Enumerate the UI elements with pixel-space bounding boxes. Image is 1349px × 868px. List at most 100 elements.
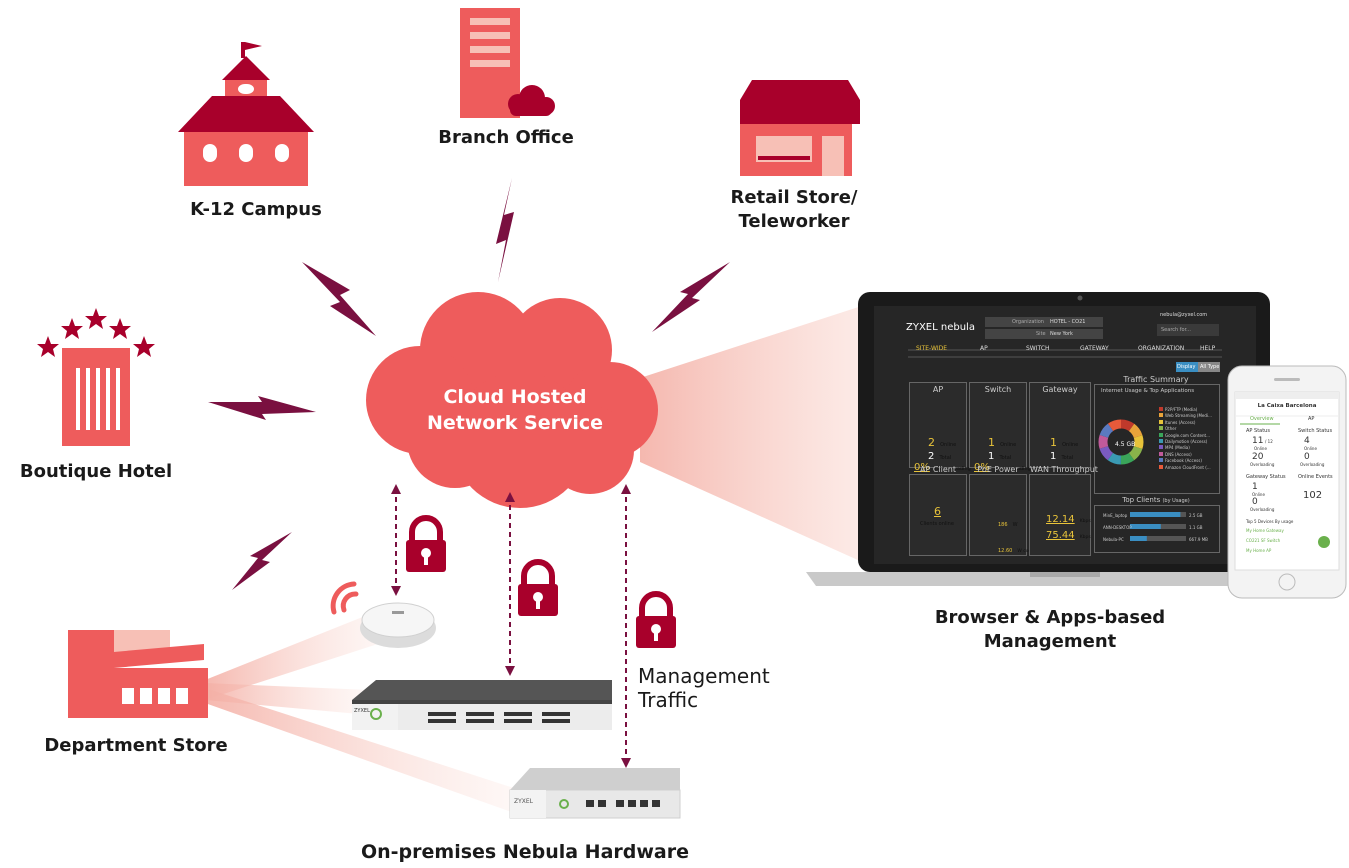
- phone-sw-online: Online: [1304, 446, 1317, 451]
- ap-online-row: 2 Online: [928, 431, 956, 450]
- retail-store-label: Retail Store/ Teleworker: [714, 186, 874, 234]
- org-select[interactable]: HOTEL - CO21: [1050, 319, 1086, 325]
- tab-site-wide[interactable]: SITE-WIDE: [916, 345, 948, 352]
- client-bar-fill: [1130, 536, 1147, 541]
- app-legend-label: DNS (Access): [1165, 451, 1192, 457]
- wan-up-value[interactable]: 12.14: [1046, 514, 1075, 525]
- phone-device-1[interactable]: My Home Gateway: [1246, 528, 1284, 533]
- switch-load-pct[interactable]: 0%: [974, 462, 990, 473]
- top-clients-title: Top Clients: [1122, 496, 1161, 504]
- poe-consumed: 12.60: [998, 548, 1013, 554]
- client-bar-track: [1130, 536, 1186, 541]
- app-legend-label: Google.com Content...: [1165, 432, 1210, 438]
- phone-site-title[interactable]: La Caixa Barcelona: [1257, 403, 1317, 409]
- app-legend-item: MP4 (Media): [1159, 445, 1219, 451]
- tab-help[interactable]: HELP: [1200, 345, 1216, 352]
- phone-ap-count-row: 11 / 12: [1252, 436, 1273, 446]
- ap-online-label: Online: [940, 442, 957, 448]
- ap-client-label: Clients online: [920, 521, 954, 527]
- site-select[interactable]: New York: [1050, 331, 1073, 337]
- display-select[interactable]: All Type: [1200, 364, 1220, 370]
- store-to-devices-beams: [205, 610, 520, 815]
- tab-switch[interactable]: SWITCH: [1026, 345, 1050, 352]
- client-bars: [1130, 512, 1186, 541]
- poe-budget-unit: W: [1012, 522, 1018, 528]
- app-legend-item: Itunes (Access): [1159, 419, 1219, 426]
- top-nav: SITE-WIDE AP SWITCH GATEWAY ORGANIZATION…: [908, 345, 1222, 353]
- top-applications-list: P2P/FTP (Media)Web Streaming (Medi...Itu…: [1159, 407, 1219, 471]
- wifi-signal-icon: [330, 581, 359, 615]
- phone-tab-ap[interactable]: AP: [1308, 416, 1315, 422]
- gateway-total-count: 1: [1050, 451, 1057, 462]
- branch-office-icon: [460, 8, 555, 118]
- tab-organization[interactable]: ORGANIZATION: [1138, 345, 1185, 352]
- cloud-shape: [366, 292, 658, 508]
- donut-segment: [1098, 419, 1144, 465]
- phone-ap-status: AP Status: [1246, 428, 1270, 434]
- phone-device-2[interactable]: CO221 SF Switch: [1246, 538, 1281, 543]
- user-email[interactable]: nebula@zyxel.com: [1160, 312, 1208, 318]
- poe-panel: PoE Power 186 W 12.60 W consumed: [969, 465, 1047, 556]
- org-label: Organization: [1012, 319, 1044, 325]
- bolt-branch: [496, 178, 514, 282]
- boutique-hotel-icon: [37, 308, 155, 357]
- app-legend-item: Google.com Content...: [1159, 432, 1219, 439]
- tab-gateway[interactable]: GATEWAY: [1080, 345, 1109, 352]
- gateway-online-row: 1 Online: [1050, 431, 1078, 450]
- ap-panel: AP 2 Online 2 Total 0% Heavy loading: [909, 382, 971, 473]
- boutique-hotel-label: Boutique Hotel: [19, 461, 173, 482]
- site-label: Site: [1036, 331, 1046, 337]
- phone-ap-over: Overloading: [1250, 462, 1275, 467]
- client-usage: 2.5 GB: [1189, 513, 1203, 518]
- bolt-retail: [652, 262, 730, 332]
- app-legend-item: Dailymotion (Access): [1159, 439, 1219, 445]
- gateway-total-row: 1 Total: [1050, 444, 1073, 463]
- ap-total-row: 2 Total: [928, 444, 951, 463]
- app-legend-swatch: [1159, 413, 1163, 418]
- phone-gw-count: 1: [1252, 482, 1258, 492]
- switch-panel-title: Switch: [984, 385, 1012, 394]
- app-legend-item: P2P/FTP (Media): [1159, 407, 1219, 413]
- ap-client-count[interactable]: 6: [934, 505, 941, 518]
- switch-total-label: Total: [999, 455, 1012, 461]
- lock-icon-3: [636, 591, 676, 648]
- phone-events: Online Events: [1298, 474, 1333, 480]
- phone-ap-online: Online: [1254, 446, 1267, 451]
- phone-events-count[interactable]: 102: [1303, 490, 1323, 501]
- phone-tab-overview[interactable]: Overview: [1250, 416, 1274, 422]
- app-legend-label: P2P/FTP (Media): [1165, 407, 1198, 412]
- switch-brand: ZYXEL: [354, 708, 370, 714]
- app-legend-swatch: [1159, 432, 1163, 437]
- app-legend-swatch: [1159, 458, 1163, 463]
- ap-online-count: 2: [928, 436, 935, 449]
- nebula-logo: ZYXEL nebula: [906, 322, 975, 333]
- wan-title: WAN Throughput: [1030, 465, 1098, 474]
- ap-load-row: 0% Heavy loading: [914, 455, 971, 474]
- department-store-icon: [68, 630, 208, 718]
- client-name: Nebula-PC: [1103, 537, 1124, 542]
- gateway-panel-title: Gateway: [1042, 385, 1078, 394]
- client-name: ANN-DESKTOP: [1103, 525, 1132, 530]
- ap-load-pct[interactable]: 0%: [914, 462, 930, 473]
- ap-client-title: AP Client: [920, 465, 956, 474]
- donut-segment: [1098, 419, 1144, 465]
- access-point-device: [360, 602, 436, 648]
- department-store-label: Department Store: [44, 735, 228, 756]
- app-legend-label: Amazon CloudFront (...: [1165, 464, 1211, 470]
- lock-icons: [406, 515, 676, 648]
- phone-top-devices: Top 5 Devices By usage: [1246, 519, 1294, 524]
- gateway-total-label: Total: [1061, 455, 1074, 461]
- phone-device-3[interactable]: My Home AP: [1246, 548, 1272, 553]
- app-legend-label: Dailymotion (Access): [1165, 439, 1208, 445]
- app-legend-swatch: [1159, 407, 1163, 411]
- traffic-summary-sub: Internet Usage & Top Applications: [1101, 388, 1195, 394]
- tab-ap[interactable]: AP: [980, 345, 988, 352]
- app-legend-swatch: [1159, 419, 1163, 424]
- bolt-dept: [232, 532, 292, 590]
- wan-down-value[interactable]: 75.44: [1046, 530, 1075, 541]
- search-input[interactable]: Search for...: [1161, 327, 1191, 333]
